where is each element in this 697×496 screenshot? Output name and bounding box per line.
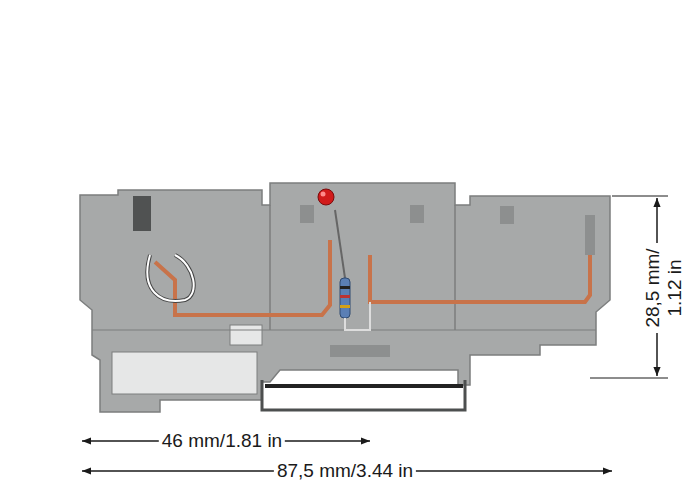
dimension-label: 87,5 mm/3.44 in	[274, 460, 416, 482]
din-rail	[262, 380, 465, 410]
copper-busbar	[155, 240, 330, 315]
din-rail	[265, 384, 463, 388]
dimension-label: 28,5 mm/ 1.12 in	[642, 243, 686, 333]
housing-detail	[300, 205, 314, 223]
extension-line	[612, 196, 668, 197]
resistor-band	[340, 305, 350, 308]
dimension-label: 46 mm/1.81 in	[159, 430, 285, 452]
extension-line	[590, 378, 668, 379]
terminal-housing	[80, 183, 610, 412]
housing-edge	[269, 205, 271, 330]
wire-entry	[133, 196, 151, 231]
housing-edge	[454, 205, 456, 330]
led-lead	[335, 210, 345, 278]
housing-detail	[410, 205, 424, 223]
housing-detail	[330, 345, 390, 357]
copper-busbar	[370, 255, 590, 302]
housing-window	[230, 325, 262, 345]
led-lead	[345, 302, 370, 330]
resistor-symbol	[340, 278, 350, 318]
led-indicator	[318, 189, 334, 205]
housing-detail	[500, 206, 514, 224]
led-highlight	[321, 192, 326, 197]
resistor-band	[340, 295, 350, 298]
housing-detail	[585, 215, 595, 255]
clamp-spring	[147, 255, 193, 301]
resistor-band	[340, 286, 350, 289]
housing-window	[112, 352, 257, 394]
clamp-spring	[147, 255, 193, 301]
